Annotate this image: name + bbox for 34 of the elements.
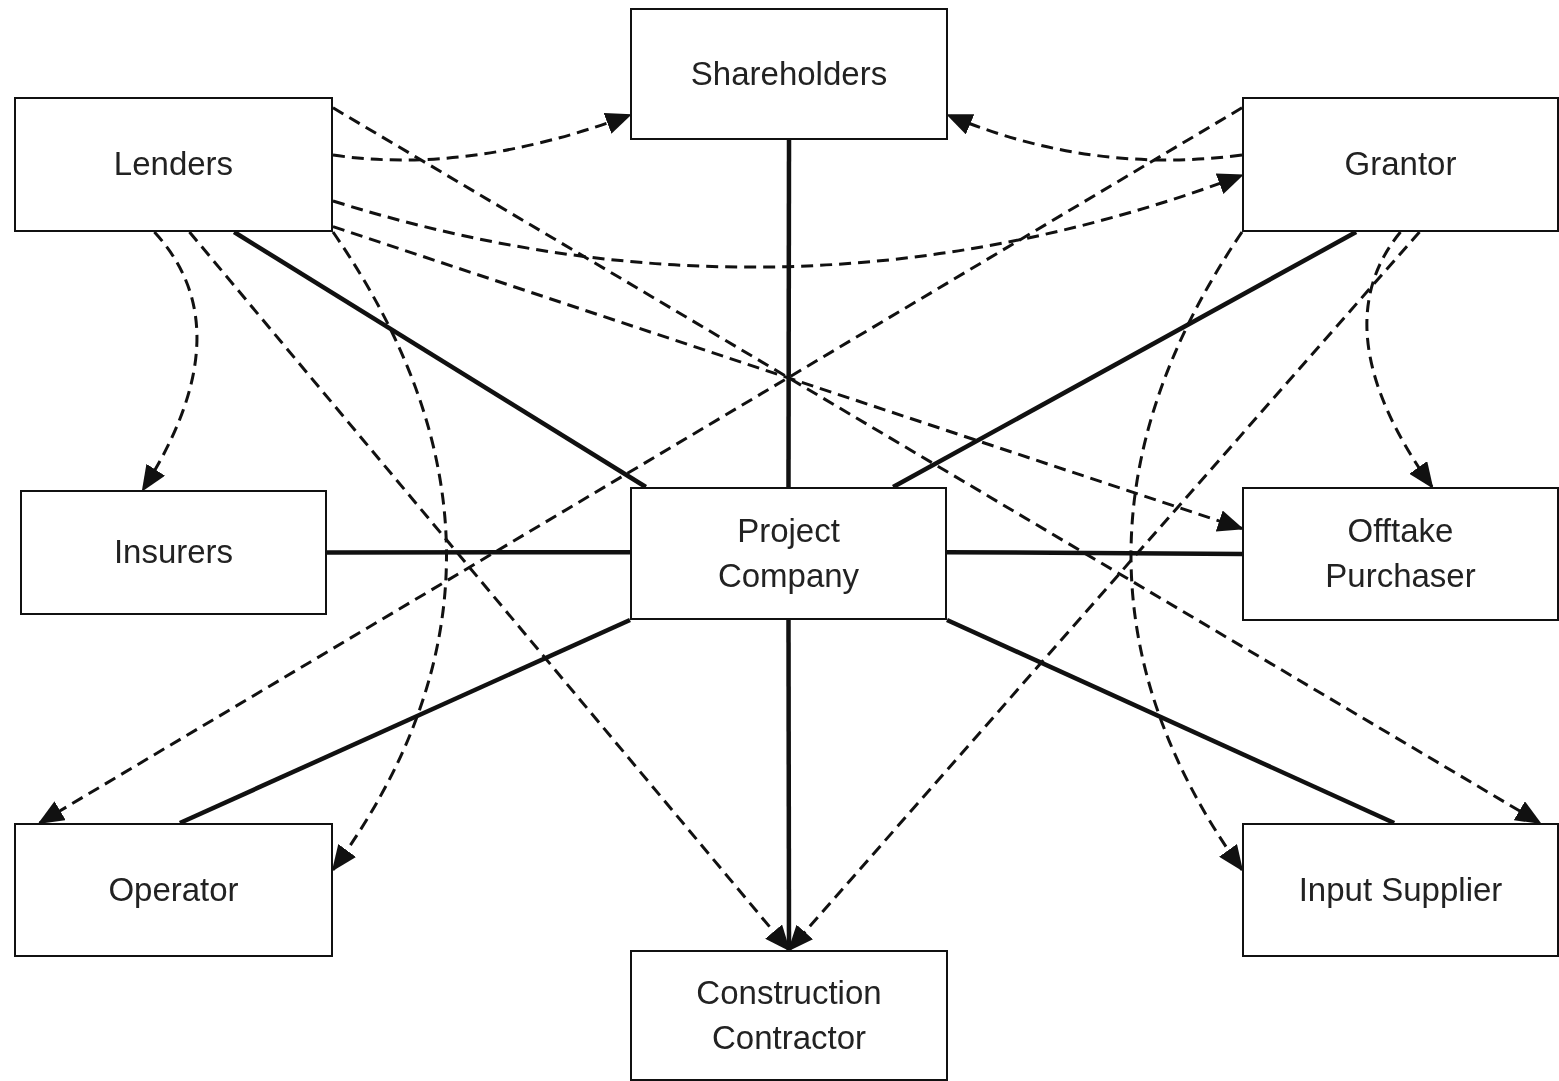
entity-box [630,8,948,140]
entity-box [14,823,333,957]
connector-line [947,549,1242,557]
connector-line [892,230,1358,489]
entity-box [630,487,947,620]
dashed-arrow [332,106,1542,825]
dashed-arrow [332,172,1244,269]
entity-box [1242,823,1559,957]
entity-box [20,490,327,615]
box-label: Construction Contractor [695,972,883,1058]
dashed-arrow [332,225,1244,532]
connector-line [178,617,631,826]
dashed-arrow [37,106,1243,825]
box-label: Grantor [1344,144,1457,185]
entity-box [1242,487,1559,621]
dashed-arrow [332,112,632,162]
dashed-arrow [141,231,199,492]
box-label: Operator [108,869,239,910]
box-label: Offtake Purchaser [1324,511,1477,596]
entity-box [630,950,948,1081]
connector-line [232,230,648,489]
connector-line [946,617,1396,826]
box-label: Lenders [113,144,234,185]
entity-box [1242,97,1559,232]
box-label: Project Company [716,510,861,596]
dashed-arrow [1129,231,1244,872]
entity-box [14,97,333,232]
connector-line [786,140,792,487]
box-label: Insurers [113,532,234,573]
dashed-arrow [1365,231,1434,489]
connector-line [327,549,630,555]
dashed-arrow [331,231,448,872]
box-label: Shareholders [690,53,888,94]
box-label: Input Supplier [1298,869,1503,910]
